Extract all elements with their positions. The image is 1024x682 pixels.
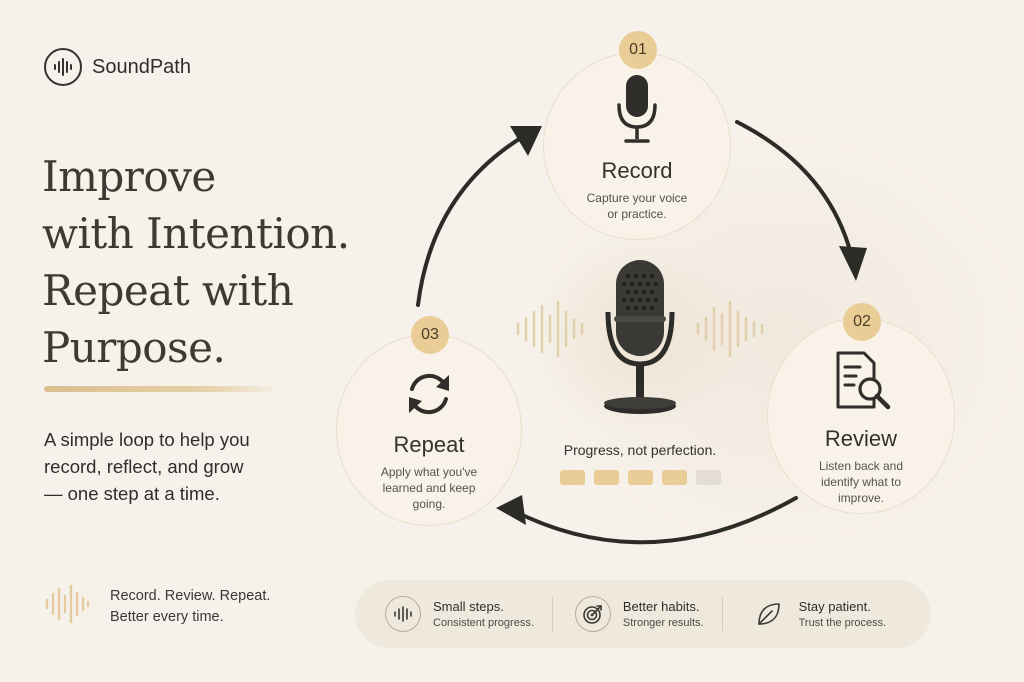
target-icon — [574, 596, 611, 632]
arrow-record-to-review — [735, 120, 855, 264]
step-description: Apply what you've learned and keep going… — [369, 464, 489, 512]
soundwave-icon — [44, 48, 82, 86]
arrowhead — [496, 495, 526, 525]
headline-underline — [44, 386, 280, 392]
intro-line: record, reflect, and grow — [44, 456, 244, 477]
step-description-line: Listen back and — [818, 459, 904, 473]
step-description-line: or practice. — [607, 207, 667, 221]
microphone-icon — [614, 73, 660, 152]
feature-subtitle: Trust the process. — [798, 617, 887, 629]
footer-note: Record. Review. Repeat. Better every tim… — [44, 584, 270, 629]
step-number-badge: 03 — [411, 316, 449, 354]
progress-segment-filled — [662, 470, 687, 485]
step-description-line: improve. — [837, 491, 884, 505]
feature-title: Better habits. — [622, 599, 700, 614]
feature-subtitle: Consistent progress. — [433, 617, 534, 629]
feature-stay-patient: Stay patient. Trust the process. — [723, 580, 887, 648]
feature-better-habits: Better habits. Stronger results. — [553, 580, 704, 648]
step-number-badge: 02 — [843, 303, 881, 341]
progress-segment-empty — [696, 470, 721, 485]
step-record: 01 Record Capture your voice or practice… — [543, 31, 731, 240]
soundwave-icon — [44, 584, 90, 629]
step-number-badge: 01 — [619, 31, 657, 69]
step-title: Review — [824, 426, 898, 451]
headline-line: Improve — [42, 152, 216, 201]
step-review: 02 Review Listen back and identify what … — [767, 303, 955, 514]
step-description: Listen back and identify what to improve… — [801, 458, 921, 506]
step-title: Repeat — [393, 432, 465, 457]
intro-line: — one step at a time. — [44, 483, 220, 504]
brand-name: SoundPath — [92, 55, 191, 78]
step-description: Capture your voice or practice. — [577, 190, 697, 222]
arrow-review-to-repeat — [510, 496, 798, 545]
center-visual — [516, 260, 764, 414]
refresh-icon — [402, 367, 456, 426]
headline-line: Repeat with — [42, 266, 294, 315]
footer-note-line: Better every time. — [110, 608, 224, 625]
feature-title: Stay patient. — [798, 599, 871, 614]
tagline: Progress, not perfection. — [563, 442, 717, 458]
step-repeat: 03 Repeat Apply what you've learned and … — [336, 316, 522, 526]
soundwave-icon — [516, 300, 764, 358]
feature-bar: Small steps. Consistent progress. Better… — [355, 580, 931, 648]
step-description-line: going. — [412, 497, 446, 511]
step-title: Record — [601, 158, 673, 183]
studio-microphone-icon — [604, 260, 676, 414]
soundwave-icon — [385, 596, 421, 632]
headline-line: Purpose. — [42, 323, 226, 372]
brand: SoundPath — [44, 48, 191, 86]
intro-line: A simple loop to help you — [44, 429, 250, 450]
headline: Improve with Intention. Repeat with Purp… — [42, 148, 372, 376]
feature-small-steps: Small steps. Consistent progress. — [355, 580, 534, 648]
progress-segment-filled — [560, 470, 585, 485]
step-description-line: Capture your voice — [586, 191, 688, 205]
leaf-icon — [751, 596, 787, 632]
feature-title: Small steps. — [433, 599, 504, 614]
step-description-line: Apply what you've — [380, 465, 478, 479]
feature-subtitle: Stronger results. — [622, 617, 704, 629]
arrowhead — [839, 246, 867, 281]
intro-text: A simple loop to help you record, reflec… — [44, 426, 344, 507]
document-search-icon — [828, 349, 894, 420]
step-description-line: identify what to — [820, 475, 902, 489]
arrow-repeat-to-record — [416, 134, 526, 307]
progress-indicator — [560, 470, 721, 485]
divider — [551, 597, 553, 631]
footer-note-line: Record. Review. Repeat. — [110, 587, 271, 604]
arrowhead — [510, 126, 542, 156]
divider — [721, 597, 723, 631]
step-description-line: learned and keep — [382, 481, 476, 495]
progress-segment-filled — [594, 470, 619, 485]
progress-segment-filled — [628, 470, 653, 485]
headline-line: with Intention. — [42, 209, 350, 258]
